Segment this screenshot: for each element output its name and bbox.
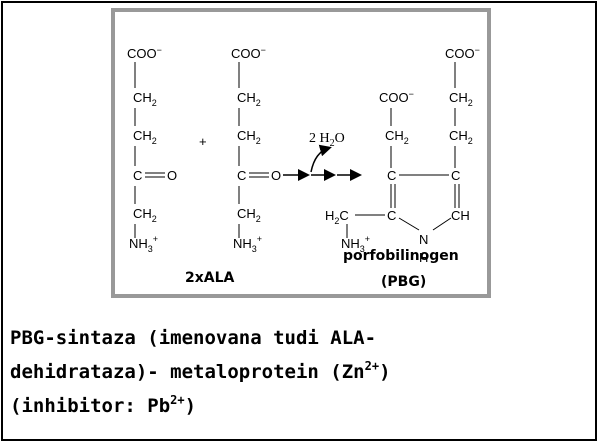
- coo-label: COO−: [127, 45, 162, 61]
- ch2-label: CH2: [237, 90, 261, 108]
- ring-ch: CH: [451, 208, 470, 223]
- pbg-caption-line1: porfobilinogen: [343, 248, 459, 264]
- ch2-label: CH2: [133, 90, 157, 108]
- ala-molecule-1: COO− CH2 CH2 C O CH2 NH3+: [127, 45, 177, 254]
- carbonyl-o: O: [271, 168, 281, 183]
- ch2-label: CH2: [449, 128, 473, 146]
- coo-label: COO−: [445, 45, 480, 61]
- slide: COO− CH2 CH2 C O CH2 NH3+ + COO− CH: [1, 1, 597, 441]
- amine-label: NH3+: [341, 234, 370, 254]
- ring-carbon: C: [451, 168, 460, 183]
- ch2-label: CH2: [133, 128, 157, 146]
- description-line-2: dehidrataza)- metaloprotein (Zn2+): [10, 355, 595, 389]
- reaction-arrows: 2 H2O: [283, 131, 362, 181]
- line2-text: dehidrataza)- metaloprotein (Zn: [10, 361, 365, 383]
- ring-carbon: C: [387, 208, 396, 223]
- ring-hydrogen: H: [419, 250, 428, 265]
- carbonyl-o: O: [167, 168, 177, 183]
- carbonyl-c: C: [237, 168, 246, 183]
- description-line-1: PBG-sintaza (imenovana tudi ALA-: [10, 327, 377, 349]
- line3-text: (inhibitor: Pb: [10, 395, 171, 417]
- h2c-label: H2C: [325, 208, 349, 226]
- zinc-charge: 2+: [364, 359, 380, 373]
- plus-sign: +: [199, 134, 207, 149]
- ch2-label: CH2: [133, 206, 157, 224]
- amine-label: NH3+: [129, 234, 158, 254]
- enzyme-description: PBG-sintaza (imenovana tudi ALA- dehidra…: [10, 321, 595, 423]
- coo-label: COO−: [231, 45, 266, 61]
- ala-caption: 2xALA: [185, 270, 235, 286]
- lead-charge: 2+: [170, 393, 185, 407]
- line3-close: ): [184, 395, 197, 417]
- line2-close: ): [379, 361, 391, 383]
- reaction-figure: COO− CH2 CH2 C O CH2 NH3+ + COO− CH: [111, 8, 491, 298]
- ch2-label: CH2: [237, 206, 261, 224]
- ch2-label: CH2: [385, 128, 409, 146]
- ring-nitrogen: N: [419, 232, 428, 247]
- ala-molecule-2: COO− CH2 CH2 C O CH2 NH3+: [231, 45, 281, 254]
- ch2-label: CH2: [237, 128, 261, 146]
- reaction-diagram: COO− CH2 CH2 C O CH2 NH3+ + COO− CH: [127, 45, 480, 290]
- water-loss-label: 2 H2O: [309, 131, 345, 149]
- amine-label: NH3+: [233, 234, 262, 254]
- pbg-caption-line2: (PBG): [381, 274, 426, 290]
- ring-carbon: C: [387, 168, 396, 183]
- coo-label: COO−: [379, 89, 414, 105]
- ch2-label: CH2: [449, 90, 473, 108]
- pbg-molecule: COO− CH2 CH2 COO− CH2 C C: [325, 45, 480, 265]
- description-line-3: (inhibitor: Pb2+): [10, 389, 595, 423]
- carbonyl-c: C: [133, 168, 142, 183]
